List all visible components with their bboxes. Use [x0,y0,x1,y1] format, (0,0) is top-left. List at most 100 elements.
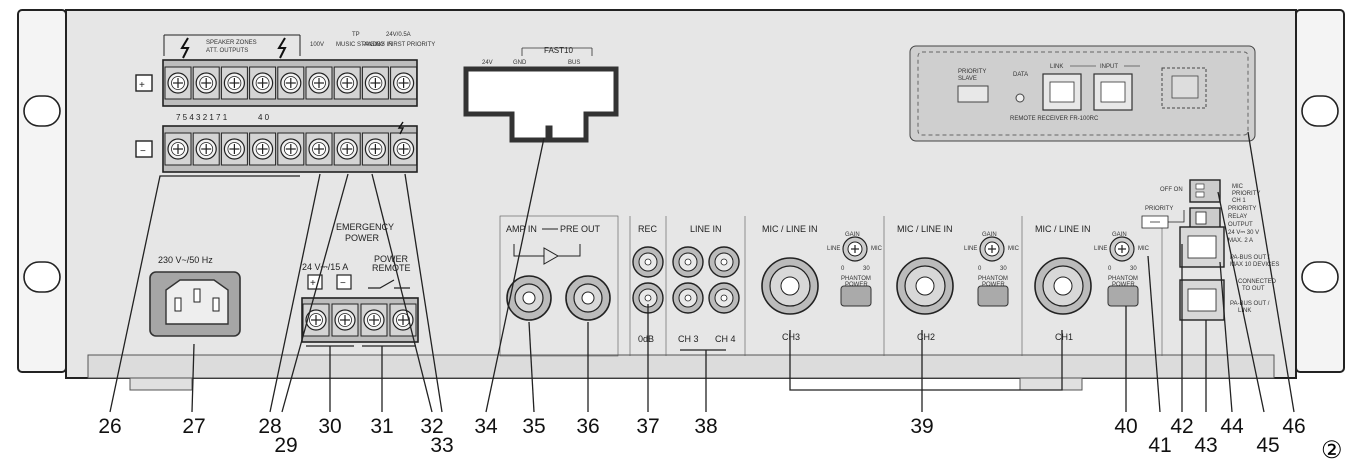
amp-pre-section: AMP IN PRE OUT [499,215,619,357]
remote-receiver-slot: PRIORITY SLAVE DATA LINK INPUT REMOTE RE… [909,45,1256,142]
phantom-power-button-ch2[interactable] [977,285,1009,307]
pa-bus-in-2: LINK [1238,308,1251,314]
zone-numbers: 7 5 4 3 2 1 7 1 [176,113,228,122]
knob-min-ch1: 0 [1108,266,1112,272]
speaker-terminal-plus-3[interactable] [220,66,248,100]
line-in-ch4-rca-top[interactable] [708,246,740,278]
amp-in-jack[interactable] [506,275,552,321]
rack-ear-left [17,9,67,373]
callout-40: 40 [1114,415,1137,438]
speaker-terminal-plus-7[interactable] [333,66,361,100]
receiver-config-connector[interactable] [1161,67,1207,109]
line-label-ch2: LINE [964,246,977,252]
pre-out-jack[interactable] [565,275,611,321]
priority-relay-5: MAX. 2 A [1228,238,1253,244]
mic-priority-dip-switch[interactable] [1189,179,1221,203]
phantom-label-2-ch1: POWER [1112,282,1135,288]
callout-36: 36 [576,415,599,438]
gain-label-ch2: GAIN [982,232,997,238]
callout-41: 41 [1148,434,1171,457]
speaker-terminal-minus-1[interactable] [164,132,192,166]
callout-42: 42 [1170,415,1193,438]
callout-27: 27 [182,415,205,438]
pa-bus-out-1: PA-BUS OUT / [1230,255,1270,261]
mic-priority-2: PRIORITY [1232,191,1260,197]
callout-32: 32 [420,415,443,438]
speaker-terminal-minus-5[interactable] [277,132,305,166]
speaker-terminal-minus-3[interactable] [220,132,248,166]
priority-slave-switch[interactable] [957,85,989,103]
power-terminal-1[interactable] [302,303,330,337]
receiver-link-label: LINK [1050,64,1063,70]
speaker-terminal-plus-2[interactable] [192,66,220,100]
callout-30: 30 [318,415,341,438]
phantom-label-1-ch1: PHANTOM [1108,276,1138,282]
mic-label-ch1: MIC [1138,246,1150,252]
emergency-title-1: EMERGENCY [336,222,394,232]
rec-rca-bottom[interactable] [632,282,664,314]
speaker-terminal-minus-9[interactable] [390,132,418,166]
fast-bus-label: BUS [568,60,580,66]
phantom-power-button-ch3[interactable] [840,285,872,307]
callout-45: 45 [1256,434,1279,457]
speaker-terminal-plus-4[interactable] [249,66,277,100]
mic-priority-1: MIC [1232,184,1244,190]
gain-label-ch3: GAIN [845,232,860,238]
figure-number: ② [1321,437,1343,464]
speaker-terminal-plus-8[interactable] [361,66,389,100]
off-on-label: OFF ON [1160,187,1183,193]
speaker-terminal-minus-6[interactable] [305,132,333,166]
rec-rca-top[interactable] [632,246,664,278]
speaker-terminal-minus-2[interactable] [192,132,220,166]
combo-input-ch1[interactable] [1034,257,1092,315]
receiver-input-label: INPUT [1100,64,1118,70]
fast-24v-label: 24V [482,60,493,66]
combo-input-ch3[interactable] [761,257,819,315]
priority-label: PRIORITY [1145,206,1173,212]
combo-input-ch2[interactable] [896,257,954,315]
phantom-power-button-ch1[interactable] [1107,285,1139,307]
speaker-terminal-minus-7[interactable] [333,132,361,166]
mic-priority-3: CH 1 [1232,198,1246,204]
speaker-terminal-plus-9[interactable] [390,66,418,100]
minus-symbol: − [140,146,146,157]
gain-knob-ch3[interactable] [842,236,868,262]
phantom-label-1-ch2: PHANTOM [978,276,1008,282]
emergency-rating: 24 V⎓/15 A [302,262,348,272]
rack-ear-right [1295,9,1345,373]
callout-28: 28 [258,415,281,438]
line-in-ch3-rca-bottom[interactable] [672,282,704,314]
power-terminal-3[interactable] [360,303,388,337]
callout-leaders [109,131,1295,413]
speaker-terminal-block-plus: SPEAKER ZONES ATT. OUTPUTS 100V MUSIC ST… [135,32,435,122]
fast-title: FAST10 [544,46,573,55]
power-terminal-2[interactable] [331,303,359,337]
line-in-ch3-rca-top[interactable] [672,246,704,278]
gain-knob-ch2[interactable] [979,236,1005,262]
channel-label-ch1: CH1 [1055,332,1073,342]
mains-power-socket[interactable]: 230 V~/50 Hz [149,255,241,337]
callout-39: 39 [910,415,933,438]
speaker-terminal-plus-1[interactable] [164,66,192,100]
ch3-short-label: CH 3 [678,334,699,344]
fast-bus-connector[interactable]: FAST10 24V GND BUS [463,46,619,143]
callout-29: 29 [274,434,297,457]
speaker-terminal-plus-6[interactable] [305,66,333,100]
speaker-terminal-minus-8[interactable] [361,132,389,166]
line-label-ch3: LINE [827,246,840,252]
speaker-terminal-minus-4[interactable] [249,132,277,166]
callout-35: 35 [522,415,545,438]
mic-label-ch3: MIC [871,246,883,252]
speaker-terminal-plus-5[interactable] [277,66,305,100]
line-in-ch4-rca-bottom[interactable] [708,282,740,314]
fast-gnd-label: GND [513,60,527,66]
remote-title-1: POWER [374,254,409,264]
plus-symbol: + [139,80,145,91]
pre-out-label: PRE OUT [560,224,601,234]
phantom-label-2-ch3: POWER [845,282,868,288]
speaker-terminal-block-minus: − [135,121,418,173]
callout-33: 33 [430,434,453,457]
gain-knob-ch1[interactable] [1109,236,1135,262]
